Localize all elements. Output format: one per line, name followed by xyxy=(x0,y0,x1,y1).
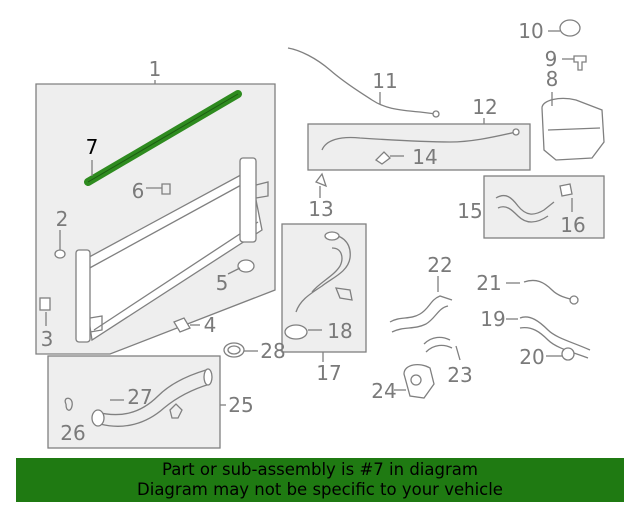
part-15-hose[interactable] xyxy=(495,194,555,223)
upper-hose-group xyxy=(281,223,367,362)
part-21-hose[interactable] xyxy=(523,279,575,301)
info-banner: Part or sub-assembly is #7 in diagram Di… xyxy=(16,458,624,502)
banner-line-1: Part or sub-assembly is #7 in diagram xyxy=(162,460,478,479)
part-17-upper-hose[interactable] xyxy=(295,234,351,313)
hose-group-15 xyxy=(483,175,605,239)
label-part-24: 24 xyxy=(371,379,396,403)
part-22-hose[interactable] xyxy=(389,295,453,333)
radiator-left-tank xyxy=(75,249,91,343)
part-6-clip[interactable] xyxy=(146,183,171,195)
parts-diagram: 1 2 3 4 5 6 7 8 9 10 11 12 13 14 15 16 1… xyxy=(35,19,605,449)
label-part-6: 6 xyxy=(132,179,145,203)
label-part-11: 11 xyxy=(372,69,397,93)
label-part-23: 23 xyxy=(447,363,472,387)
label-part-26: 26 xyxy=(60,421,85,445)
label-part-12: 12 xyxy=(472,95,497,119)
part-14-clip[interactable] xyxy=(374,151,391,165)
part-24-pump[interactable] xyxy=(403,363,435,399)
part-16-clip[interactable] xyxy=(559,183,573,197)
label-part-16: 16 xyxy=(560,213,585,237)
part-2-grommet[interactable] xyxy=(54,249,66,259)
part-25-lower-hose[interactable] xyxy=(95,369,211,427)
radiator-group xyxy=(35,80,276,355)
label-part-14: 14 xyxy=(412,145,437,169)
part-20-clamp[interactable] xyxy=(561,347,575,361)
label-part-15: 15 xyxy=(457,199,482,223)
label-part-18: 18 xyxy=(327,319,352,343)
lower-hose-group-box xyxy=(47,355,221,449)
part-18-cap[interactable] xyxy=(284,324,308,340)
part-26-oring[interactable] xyxy=(64,397,73,411)
part-10-cap[interactable] xyxy=(559,19,581,37)
label-part-2: 2 xyxy=(56,207,69,231)
label-part-8: 8 xyxy=(546,67,559,91)
part-28-clamp[interactable] xyxy=(223,342,245,358)
label-part-20: 20 xyxy=(519,345,544,369)
label-part-10: 10 xyxy=(518,19,543,43)
label-part-27: 27 xyxy=(127,385,152,409)
part-27-clamp[interactable] xyxy=(91,409,105,427)
label-part-19: 19 xyxy=(480,307,505,331)
banner-line-2: Diagram may not be specific to your vehi… xyxy=(137,480,503,499)
lower-hose-group xyxy=(47,355,226,449)
label-part-4: 4 xyxy=(204,313,217,337)
part-3-bracket[interactable] xyxy=(39,297,51,311)
part-9-bolt[interactable] xyxy=(573,55,587,71)
label-part-21: 21 xyxy=(476,271,501,295)
label-part-17: 17 xyxy=(316,361,341,385)
part-11-tube[interactable] xyxy=(287,47,437,115)
label-part-22: 22 xyxy=(427,253,452,277)
hose-tube-group xyxy=(307,118,531,171)
label-part-1: 1 xyxy=(149,57,162,81)
label-part-13: 13 xyxy=(308,197,333,221)
part-13-clip[interactable] xyxy=(314,172,328,188)
part-5-cap[interactable] xyxy=(237,259,255,273)
part-4-mount[interactable] xyxy=(173,317,191,333)
label-part-9: 9 xyxy=(545,47,558,71)
label-part-25: 25 xyxy=(228,393,253,417)
label-part-28: 28 xyxy=(260,339,285,363)
part-12-tube[interactable] xyxy=(321,131,517,151)
hose-tube-group-box xyxy=(307,123,531,171)
radiator-right-tank xyxy=(239,157,257,243)
label-part-5: 5 xyxy=(216,271,229,295)
label-part-7: 7 xyxy=(86,135,99,159)
part-23-hose[interactable] xyxy=(423,336,453,353)
label-part-3: 3 xyxy=(41,327,54,351)
